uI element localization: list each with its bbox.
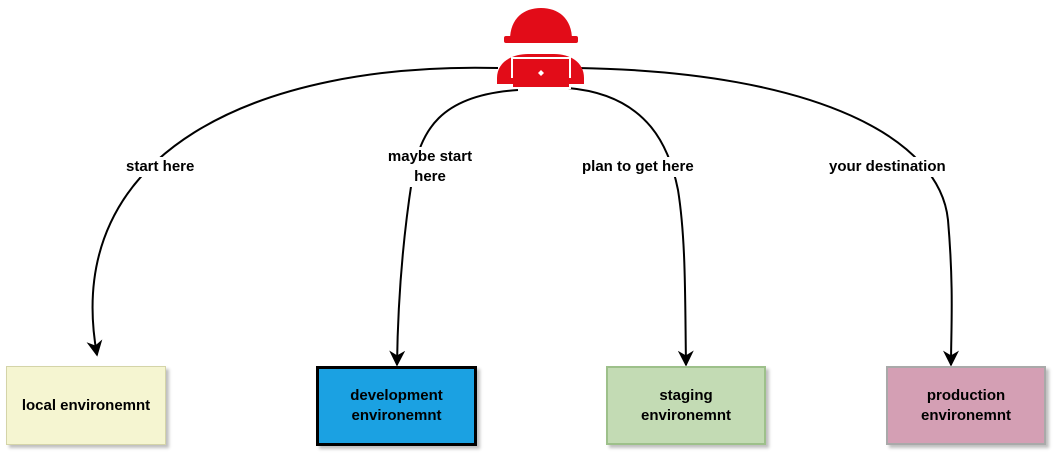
production-environment-box: production environemnt [886, 366, 1046, 445]
development-environment-label: development environemnt [350, 387, 443, 424]
edge-label-start-here: start here [124, 157, 197, 177]
local-environment-box: local environemnt [6, 366, 166, 445]
development-environment-box: development environemnt [316, 366, 477, 446]
edge-staging-connector [567, 87, 694, 367]
edge-production-connector [577, 67, 960, 367]
hacker-with-laptop-icon [497, 8, 584, 89]
edge-development-connector [389, 89, 519, 367]
staging-environment-label: staging environemnt [640, 386, 731, 424]
edge-local-connector [86, 66, 499, 357]
production-environment-label: production environemnt [920, 386, 1011, 424]
local-environment-label: local environemnt [21, 396, 151, 414]
edge-label-maybe-start-here: maybe start here [376, 147, 484, 187]
staging-environment-box: staging environemnt [606, 366, 766, 445]
edge-label-plan-to-get-here: plan to get here [580, 157, 696, 177]
edge-label-your-destination: your destination [827, 157, 948, 177]
